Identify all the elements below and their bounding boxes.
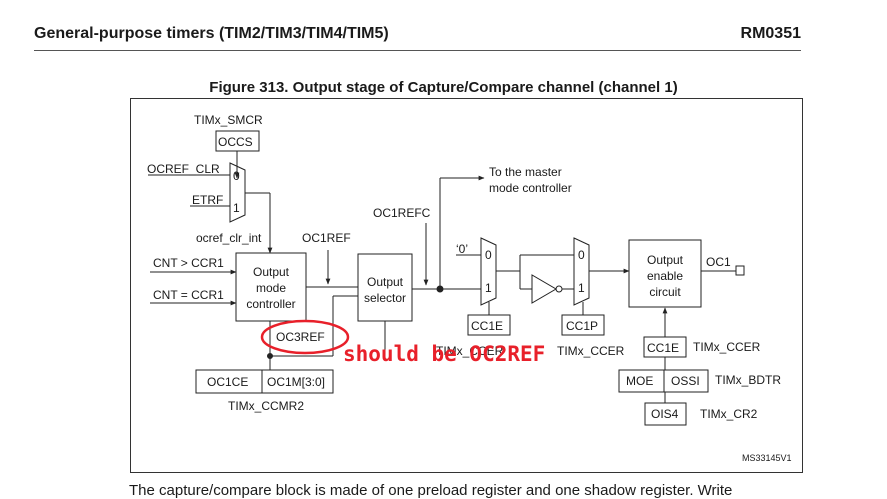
mux2-one: 1 <box>485 281 492 295</box>
cc1e-mux <box>480 237 497 306</box>
cc1p-mux <box>573 237 590 306</box>
figure-id: MS33145V1 <box>742 453 792 463</box>
oc1ref-label: OC1REF <box>302 231 351 245</box>
oe-text-2: enable <box>647 269 683 283</box>
output-enable-circuit <box>628 239 702 308</box>
body-paragraph: The capture/compare block is made of one… <box>129 482 733 499</box>
mux1-one: 1 <box>233 201 240 215</box>
cc1p-box <box>561 314 605 336</box>
omc-text-2: mode <box>256 281 286 295</box>
cnt-eq-label: CNT = CCR1 <box>153 288 224 302</box>
timx-ccer-label-2: TIMx_CCER <box>557 344 625 358</box>
oc3ref-label: OC3REF <box>276 330 325 344</box>
mux1-zero: 0 <box>233 169 240 183</box>
timx-cr2-label: TIMx_CR2 <box>700 407 758 421</box>
zero-const-label: ‘0’ <box>456 242 468 256</box>
mux2-zero: 0 <box>485 248 492 262</box>
oc1refc-label: OC1REFC <box>373 206 431 220</box>
oe-text-3: circuit <box>649 285 681 299</box>
ossi-label: OSSI <box>671 374 700 388</box>
os-text-1: Output <box>367 275 404 289</box>
omc-text-1: Output <box>253 265 290 279</box>
figure-frame <box>130 98 803 473</box>
cc1p-label: CC1P <box>566 319 598 333</box>
oc1-pin <box>735 265 745 276</box>
oc1m-label: OC1M[3:0] <box>267 375 325 389</box>
oc1ce-label: OC1CE <box>207 375 248 389</box>
annotation-text: should be OC2REF <box>343 342 545 366</box>
omc-text-3: controller <box>246 297 295 311</box>
timx-bdtr-label: TIMx_BDTR <box>715 373 781 387</box>
ccmr2-register <box>195 369 334 394</box>
cc1e-box <box>467 314 511 336</box>
ocref-clr-int-label: ocref_clr_int <box>196 231 262 245</box>
ocref-mux <box>229 162 246 223</box>
moe-label: MOE <box>626 374 653 388</box>
occs-label: OCCS <box>218 135 253 149</box>
cc1e-enable-label: CC1E <box>647 341 679 355</box>
timx-ccer-label-1: TIMx_CCER <box>436 344 504 358</box>
annotation-circle <box>260 319 350 355</box>
os-text-2: selector <box>364 291 406 305</box>
timx-smcr-label: TIMx_SMCR <box>194 113 263 127</box>
ois4-box <box>644 402 687 426</box>
oe-text-1: Output <box>647 253 684 267</box>
to-master-label-2: mode controller <box>489 181 572 195</box>
section-header: General-purpose timers (TIM2/TIM3/TIM4/T… <box>34 25 389 42</box>
inverter <box>531 274 557 304</box>
mux3-zero: 0 <box>578 248 585 262</box>
mux3-one: 1 <box>578 281 585 295</box>
etrf-label: ETRF <box>192 193 223 207</box>
cnt-gt-label: CNT > CCR1 <box>153 256 224 270</box>
figure-title: Figure 313. Output stage of Capture/Comp… <box>209 79 678 96</box>
oc1-label: OC1 <box>706 255 731 269</box>
ois4-label: OIS4 <box>651 407 679 421</box>
to-master-label-1: To the master <box>489 165 562 179</box>
timx-ccer-label-3: TIMx_CCER <box>693 340 761 354</box>
header-rule <box>34 50 801 51</box>
document-id: RM0351 <box>740 25 801 42</box>
timx-ccmr2-label: TIMx_CCMR2 <box>228 399 304 413</box>
ocref-clr-label: OCREF_CLR <box>147 162 220 176</box>
cc1e-label: CC1E <box>471 319 503 333</box>
